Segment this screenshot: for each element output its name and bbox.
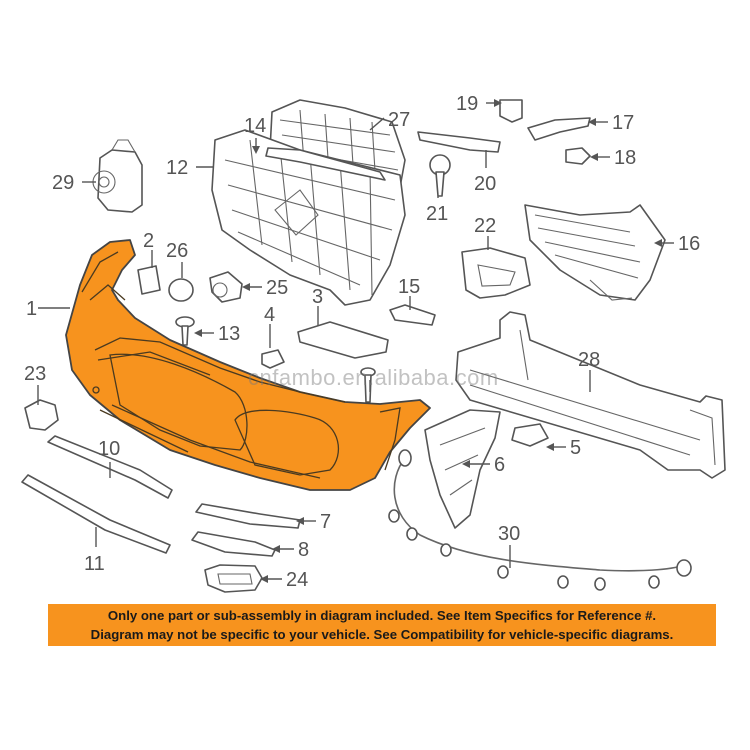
notice-banner: Only one part or sub-assembly in diagram… [48, 604, 716, 646]
watermark-text: cnfambo.en.alibaba.com [248, 365, 499, 390]
notice-line-1: Only one part or sub-assembly in diagram… [107, 608, 657, 623]
callout-4: 4 [264, 304, 275, 326]
part-24-fog-cover [204, 564, 263, 593]
part-20-bracket [417, 131, 501, 153]
part-23-side-marker [24, 399, 59, 431]
part-15-bracket [389, 304, 436, 326]
callout-21: 21 [426, 203, 448, 225]
notice-line-2: Diagram may not be specific to your vehi… [90, 627, 674, 642]
callout-29: 29 [52, 172, 74, 194]
callout-23: 23 [24, 363, 46, 385]
callout-2: 2 [143, 230, 154, 252]
callout-27: 27 [388, 109, 410, 131]
part-6-bracket [424, 409, 501, 529]
part-21-screw [429, 154, 451, 197]
callout-30: 30 [498, 523, 520, 545]
part-7-trim [195, 503, 301, 529]
callout-18: 18 [614, 147, 636, 169]
part-8-trim [191, 531, 276, 557]
part-17-bracket [527, 117, 591, 141]
callout-20: 20 [474, 173, 496, 195]
callout-11: 11 [84, 553, 105, 575]
part-30-wiring-harness [388, 449, 692, 591]
callout-19: 19 [456, 93, 478, 115]
part-19-clip [499, 99, 523, 123]
callout-labels: 1 2 26 25 13 4 3 15 28 5 6 7 8 24 10 11 … [24, 93, 700, 591]
part-13-bolt [175, 316, 195, 346]
callout-1: 1 [26, 298, 37, 320]
part-28-impact-bar [455, 311, 726, 479]
callout-25: 25 [266, 277, 288, 299]
callout-5: 5 [570, 437, 581, 459]
callout-24: 24 [286, 569, 308, 591]
callout-13: 13 [218, 323, 240, 345]
part-14-grille-strip [265, 147, 386, 181]
callout-17: 17 [612, 112, 634, 134]
part-3-bracket [297, 321, 389, 359]
callout-6: 6 [494, 454, 505, 476]
callout-3: 3 [312, 286, 323, 308]
callout-14: 14 [244, 115, 266, 137]
callout-15: 15 [398, 276, 420, 298]
callout-26: 26 [166, 240, 188, 262]
part-4-clip [261, 349, 285, 369]
part-11-trim-strip [21, 474, 171, 554]
callout-7: 7 [320, 511, 331, 533]
callout-16: 16 [678, 233, 700, 255]
callout-28: 28 [578, 349, 600, 371]
part-18-fastener [565, 147, 591, 165]
callout-10: 10 [98, 438, 120, 460]
callout-22: 22 [474, 215, 496, 237]
part-16-side-grille [524, 204, 666, 301]
part-25-sensor [209, 271, 243, 303]
callout-12: 12 [166, 157, 188, 179]
leader-lines [37, 99, 674, 583]
callout-8: 8 [298, 539, 309, 561]
part-1-front-bumper [65, 239, 431, 491]
part-5-cover [511, 423, 549, 447]
part-22-bracket [461, 247, 531, 299]
part-26-sensor-cap [168, 278, 194, 302]
part-29-sensor [92, 139, 143, 213]
part-2-clip [137, 265, 161, 295]
